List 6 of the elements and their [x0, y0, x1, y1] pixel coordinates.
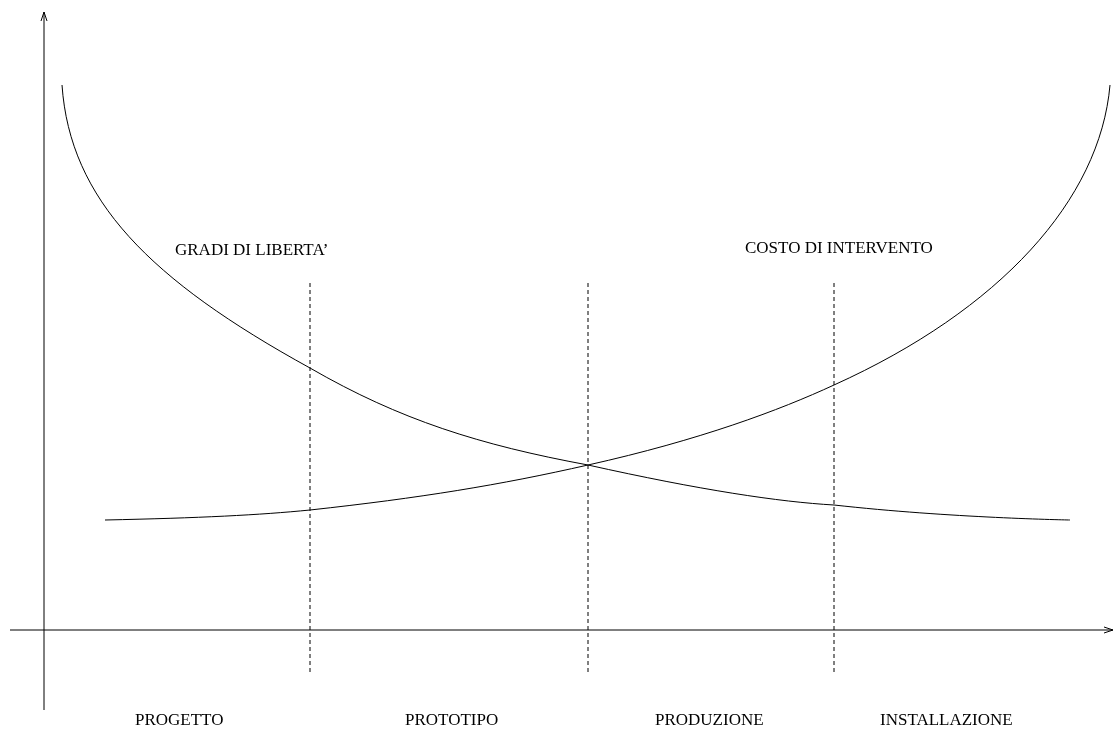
- phase-label: PROGETTO: [135, 710, 224, 730]
- curve-label: GRADI DI LIBERTA’: [175, 240, 329, 260]
- phase-label: PROTOTIPO: [405, 710, 499, 730]
- phase-label: PRODUZIONE: [655, 710, 764, 730]
- curve-label: COSTO DI INTERVENTO: [745, 238, 933, 258]
- phase-label: INSTALLAZIONE: [880, 710, 1013, 730]
